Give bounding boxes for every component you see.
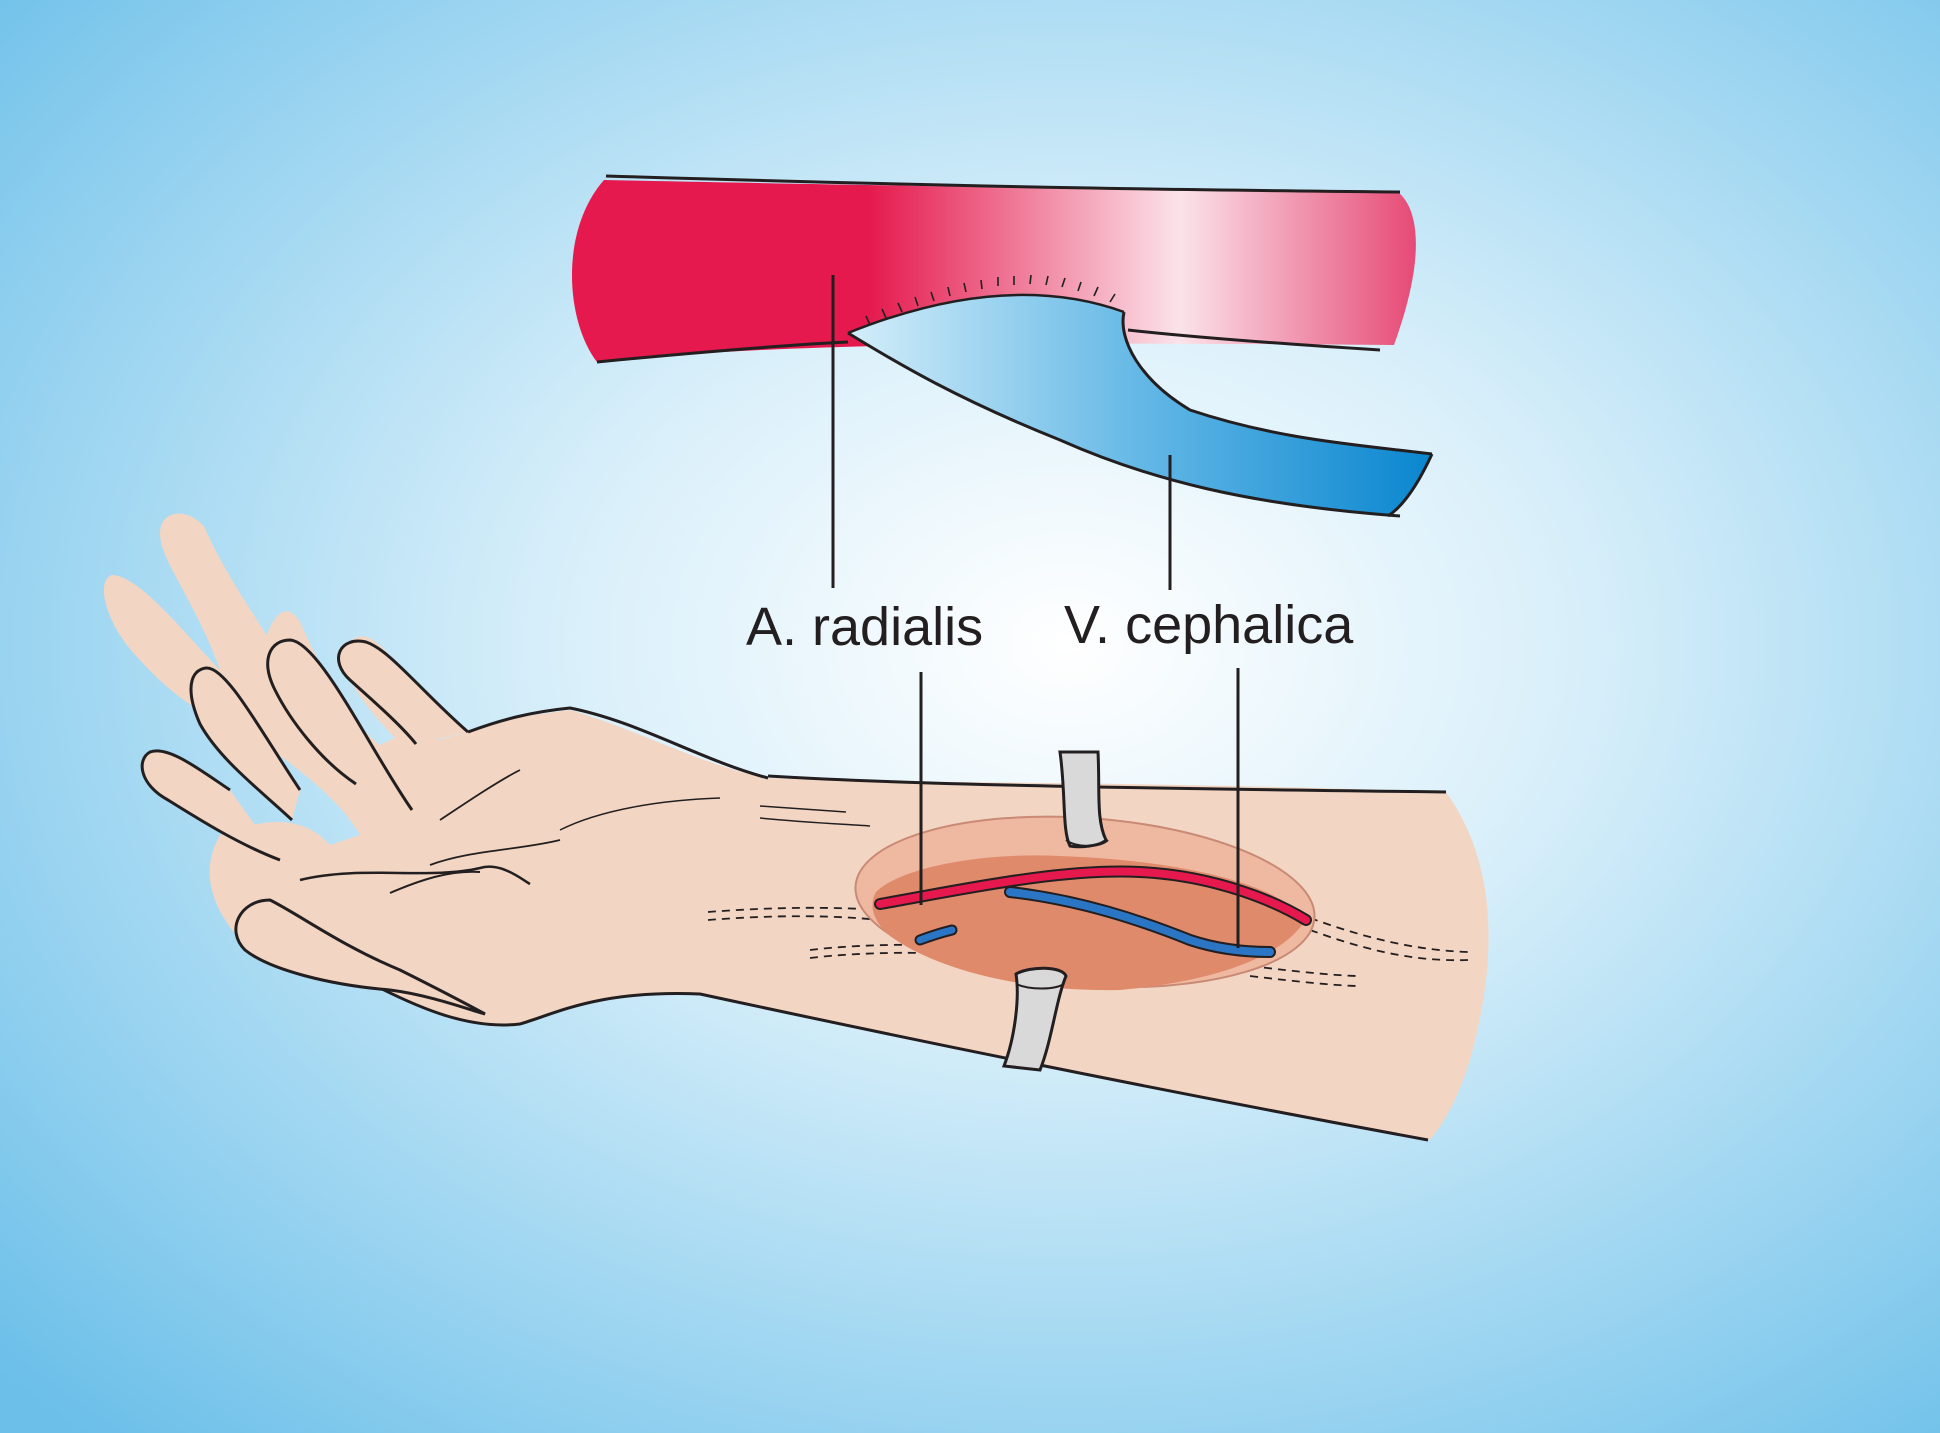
palm-crease-3	[439, 769, 521, 821]
finger-middle	[266, 638, 414, 811]
vein-upper-edge	[1121, 311, 1433, 456]
retractor-bottom	[1001, 966, 1068, 1072]
forearm-bottom-outline	[379, 986, 1429, 1142]
vein-lower-edge	[847, 331, 1401, 518]
vein-label: V. cephalica	[1064, 595, 1354, 655]
suture-line	[847, 293, 1125, 335]
artery-bottom-edge	[596, 340, 849, 364]
artery-label: A. radialis	[746, 597, 984, 657]
vein-end-edge	[1387, 453, 1434, 518]
forearm-hand	[103, 513, 1489, 1142]
cephalic-vein-fill	[1006, 888, 1274, 956]
wrist-crease-2	[759, 817, 871, 827]
cephalic-vein-tube	[848, 294, 1432, 516]
radial-artery-fill	[876, 867, 1310, 924]
finger-index	[337, 639, 469, 745]
finger-ring	[189, 666, 302, 822]
thumb	[234, 898, 486, 1016]
suture-stitches	[865, 274, 1116, 326]
forearm-top-outline	[767, 774, 1447, 794]
finger-pinky	[140, 749, 281, 862]
anastomosis-detail	[571, 174, 1434, 590]
artery-bottom-edge-right	[1127, 328, 1381, 352]
wrist-crease	[559, 797, 721, 831]
retractor-top	[1058, 750, 1109, 849]
vein-stump-fill	[916, 926, 956, 944]
artery-top-edge	[605, 174, 1401, 194]
palm-crease-2	[389, 870, 481, 894]
palm-crease-4	[429, 839, 561, 866]
wrist-crease-3	[759, 805, 847, 813]
incision-dashed-lines	[707, 906, 1469, 987]
hand-outline	[467, 706, 769, 780]
radial-artery-tube	[571, 180, 1416, 362]
